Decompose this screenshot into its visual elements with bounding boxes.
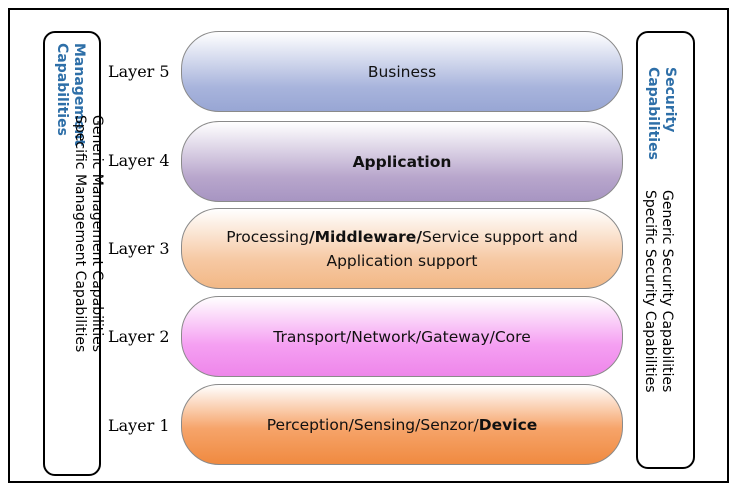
layer-1-text: Perception/Sensing/Senzor/Device — [266, 415, 538, 434]
layer-2-label: Layer 2 — [108, 327, 170, 346]
layer-3-processing: Processing/Middleware/Service support an… — [181, 208, 623, 289]
specific-management-label: Specific Management Capabilities — [72, 115, 88, 353]
layer-4-application: Application — [181, 121, 623, 202]
security-capabilities-panel: Security Capabilities — [636, 31, 695, 469]
layer-4-label: Layer 4 — [108, 151, 170, 170]
generic-security-label: Generic Security Capabilities — [659, 190, 675, 393]
layer-1-label: Layer 1 — [108, 416, 170, 435]
management-title-line2: Capabilities — [54, 43, 70, 136]
management-title-line1: Management — [71, 43, 87, 147]
management-capabilities-panel: Management Capabilities — [43, 31, 101, 476]
security-title-line1: Security — [662, 67, 678, 133]
layer-5-business: Business — [181, 31, 623, 112]
layer-2-text: Transport/Network/Gateway/Core — [273, 327, 531, 346]
layer-4-text: Application — [352, 152, 452, 171]
specific-security-label: Specific Security Capabilities — [642, 190, 658, 393]
layer-3-text: Processing/Middleware/Service support an… — [226, 227, 578, 270]
security-details: Generic Security Capabilities Specific S… — [641, 190, 675, 393]
layer-2-transport: Transport/Network/Gateway/Core — [181, 296, 623, 377]
layer-5-text: Business — [367, 62, 437, 81]
layer-5-label: Layer 5 — [108, 62, 170, 81]
management-capabilities-text: Management Capabilities — [53, 43, 87, 474]
layer-1-perception: Perception/Sensing/Senzor/Device — [181, 384, 623, 465]
security-title-line2: Capabilities — [645, 67, 661, 160]
layer-3-label: Layer 3 — [108, 239, 170, 258]
security-capabilities-text: Security Capabilities — [644, 67, 678, 467]
management-details: Generic Management Capabilities Specific… — [71, 115, 105, 352]
generic-management-label: Generic Management Capabilities — [89, 115, 105, 353]
